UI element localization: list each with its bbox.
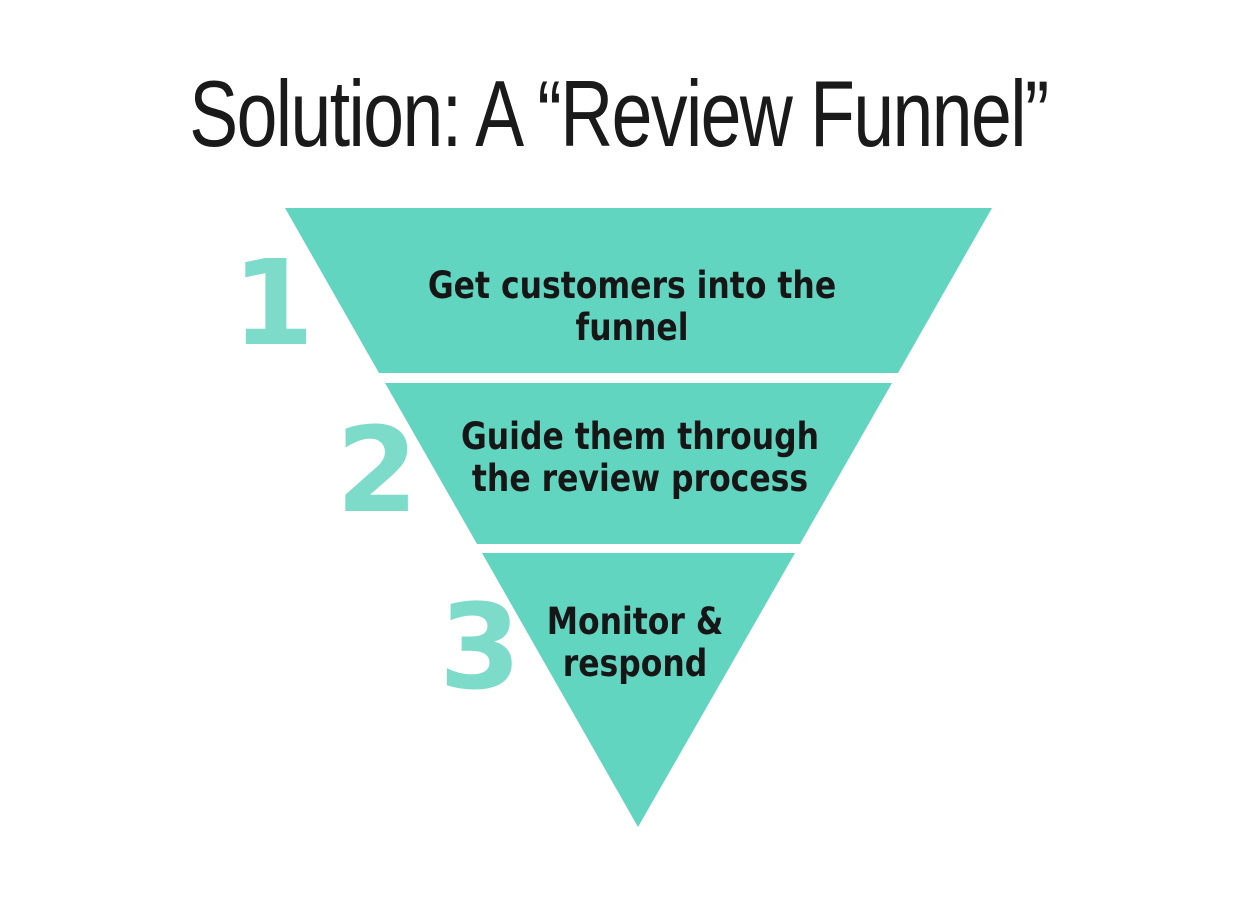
step-3-number: 3: [438, 578, 522, 716]
funnel-segment-3-shape: [482, 553, 795, 827]
funnel-segment-2-shape: [385, 383, 892, 544]
step-3-label: Monitor & respond: [546, 600, 724, 686]
step-2-label: Guide them through the review process: [460, 415, 820, 501]
step-1-number: 1: [231, 234, 315, 372]
step-2-number: 2: [335, 401, 419, 539]
step-1-label: Get customers into the funnel: [427, 264, 837, 350]
slide-title: Solution: A “Review Funnel”: [189, 61, 1049, 166]
funnel-segment-1-shape: [285, 208, 992, 373]
